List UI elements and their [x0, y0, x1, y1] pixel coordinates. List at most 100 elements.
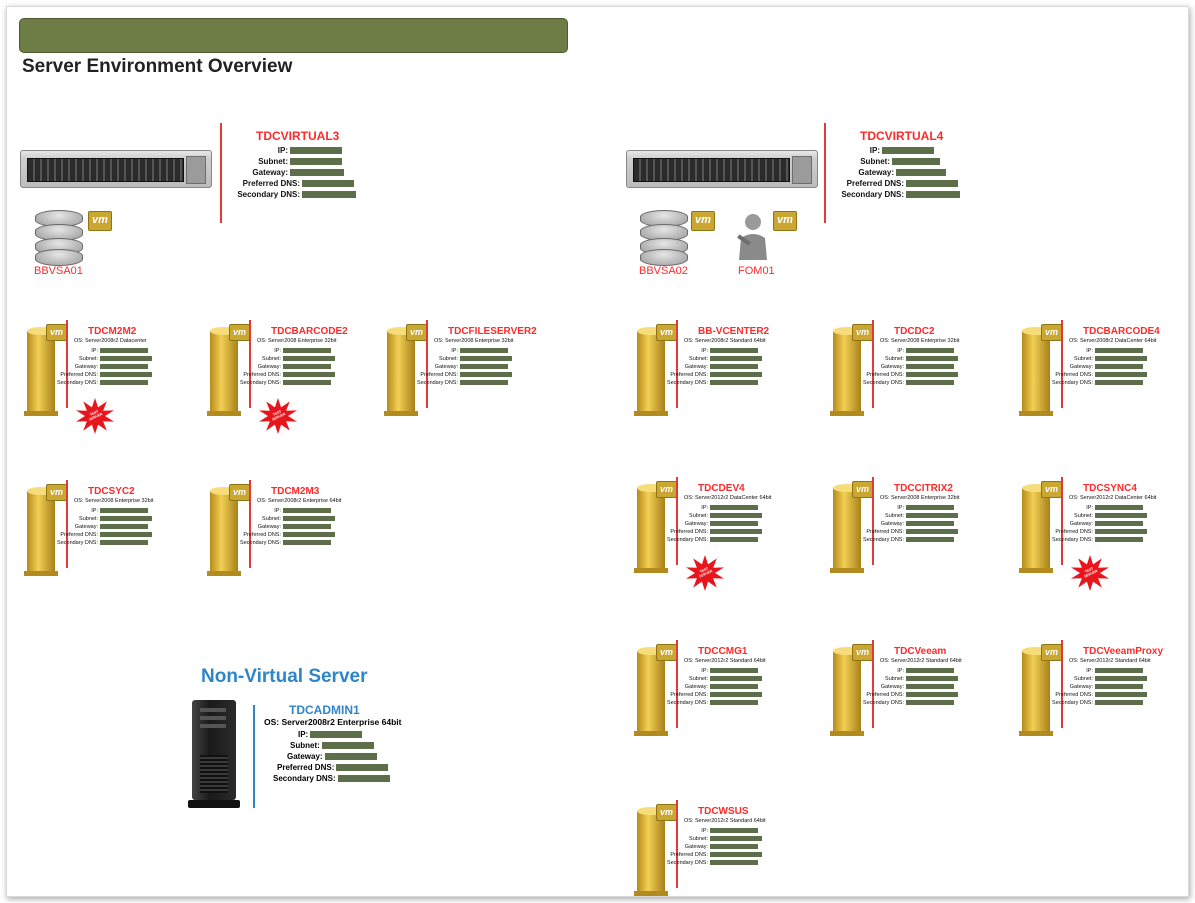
field-label: IP: — [897, 505, 904, 511]
redacted-value — [460, 356, 512, 362]
field-label: Secondary DNS: — [240, 540, 281, 546]
redacted-value — [100, 372, 152, 378]
virtual-machine-icon — [24, 325, 58, 422]
slide-frame — [6, 6, 1189, 897]
field-label: Subnet: — [1074, 676, 1093, 682]
vm-name: TDCM2M2 — [88, 326, 137, 337]
divider-line — [676, 477, 678, 565]
virtual-machine-icon — [634, 482, 668, 579]
redacted-value — [1095, 700, 1143, 706]
redacted-value — [710, 684, 758, 690]
divider-line — [1061, 640, 1063, 728]
field-label: Preferred DNS: — [1055, 372, 1093, 378]
redacted-value — [710, 529, 762, 535]
divider-line — [1061, 477, 1063, 565]
redacted-value — [906, 348, 954, 354]
field-label: Preferred DNS: — [866, 692, 904, 698]
field-label: Secondary DNS: — [841, 190, 904, 199]
field-label: Subnet: — [689, 356, 708, 362]
redacted-value — [906, 668, 954, 674]
redacted-value — [710, 700, 758, 706]
redacted-value — [906, 356, 958, 362]
field-label: IP: — [701, 828, 708, 834]
vm-name: TDCDEV4 — [698, 483, 745, 494]
field-label: Subnet: — [885, 513, 904, 519]
os-label: OS: Server2008r2 Enterprise 64bit — [264, 717, 402, 727]
vm-name: TDCM2M3 — [271, 486, 320, 497]
vm-name: TDCCMG1 — [698, 646, 748, 657]
redacted-value — [283, 348, 331, 354]
os-label: OS: Server2012r2 DataCenter 64bit — [1069, 495, 1157, 501]
redacted-value — [100, 540, 148, 546]
redacted-value — [1095, 521, 1143, 527]
os-label: OS: Server2012r2 DataCenter 64bit — [684, 495, 772, 501]
redacted-value — [100, 356, 152, 362]
vm-badge-icon: vm — [656, 481, 677, 498]
vm-name: TDCDC2 — [894, 326, 935, 337]
test-server-star-icon: TEST SERVER — [255, 396, 301, 436]
field-label: Gateway: — [287, 752, 323, 761]
field-label: Preferred DNS: — [670, 372, 708, 378]
os-label: OS: Server2008r2 Datacenter — [74, 338, 147, 344]
redacted-value — [1095, 684, 1143, 690]
field-label: IP: — [897, 348, 904, 354]
field-label: Gateway: — [252, 168, 288, 177]
field-label: IP: — [869, 146, 880, 155]
os-label: OS: Server2012r2 Standard 64bit — [684, 658, 766, 664]
vm-badge-icon: vm — [852, 644, 873, 661]
divider-line — [1061, 320, 1063, 408]
field-label: IP: — [274, 508, 281, 514]
database-icon — [640, 210, 688, 266]
field-label: Preferred DNS: — [1055, 529, 1093, 535]
os-label: OS: Server2012r2 Standard 64bit — [684, 818, 766, 824]
tools-person-icon — [737, 214, 767, 260]
os-label: OS: Server2008r2 DataCenter 64bit — [1069, 338, 1157, 344]
field-label: Secondary DNS: — [667, 860, 708, 866]
field-label: Preferred DNS: — [670, 529, 708, 535]
vm-badge-icon: vm — [852, 481, 873, 498]
redacted-value — [283, 508, 331, 514]
field-label: Gateway: — [880, 684, 904, 690]
vm-name: TDCWSUS — [698, 806, 749, 817]
redacted-value — [710, 356, 762, 362]
redacted-value — [710, 844, 758, 850]
field-label: Subnet: — [1074, 356, 1093, 362]
field-label: Secondary DNS: — [57, 380, 98, 386]
os-label: OS: Server2012r2 Standard 64bit — [880, 658, 962, 664]
field-label: Preferred DNS: — [60, 372, 98, 378]
redacted-value — [906, 529, 958, 535]
redacted-value — [906, 521, 954, 527]
vm-name: BB-VCENTER2 — [698, 326, 770, 337]
field-label: Subnet: — [262, 356, 281, 362]
field-label: Gateway: — [1069, 684, 1093, 690]
field-label: Preferred DNS: — [866, 529, 904, 535]
vm-name: TDCVeeam — [894, 646, 947, 657]
vm-name: TDCBARCODE2 — [271, 326, 348, 337]
redacted-value — [710, 380, 758, 386]
redacted-value — [100, 508, 148, 514]
database-icon — [35, 210, 83, 266]
redacted-value — [710, 692, 762, 698]
field-label: Gateway: — [858, 168, 894, 177]
field-label: Gateway: — [684, 684, 708, 690]
vm-badge-icon: vm — [46, 324, 67, 341]
field-label: IP: — [701, 348, 708, 354]
rack-server-icon — [20, 150, 212, 188]
field-label: Secondary DNS: — [417, 380, 458, 386]
redacted-value — [100, 532, 152, 538]
field-label: Subnet: — [79, 516, 98, 522]
field-label: IP: — [91, 508, 98, 514]
redacted-value — [1095, 513, 1147, 519]
redacted-value — [283, 540, 331, 546]
field-label: IP: — [277, 146, 288, 155]
field-label: Preferred DNS: — [242, 179, 300, 188]
os-label: OS: Server2012r2 Standard 64bit — [1069, 658, 1151, 664]
field-label: Gateway: — [684, 364, 708, 370]
os-label: OS: Server2008 Enterprise 32bit — [880, 495, 960, 501]
redacted-value — [710, 860, 758, 866]
redacted-value — [710, 372, 762, 378]
redacted-value — [100, 516, 152, 522]
redacted-value — [906, 513, 958, 519]
field-label: Secondary DNS: — [863, 700, 904, 706]
vm-badge-icon: vm — [691, 211, 715, 231]
